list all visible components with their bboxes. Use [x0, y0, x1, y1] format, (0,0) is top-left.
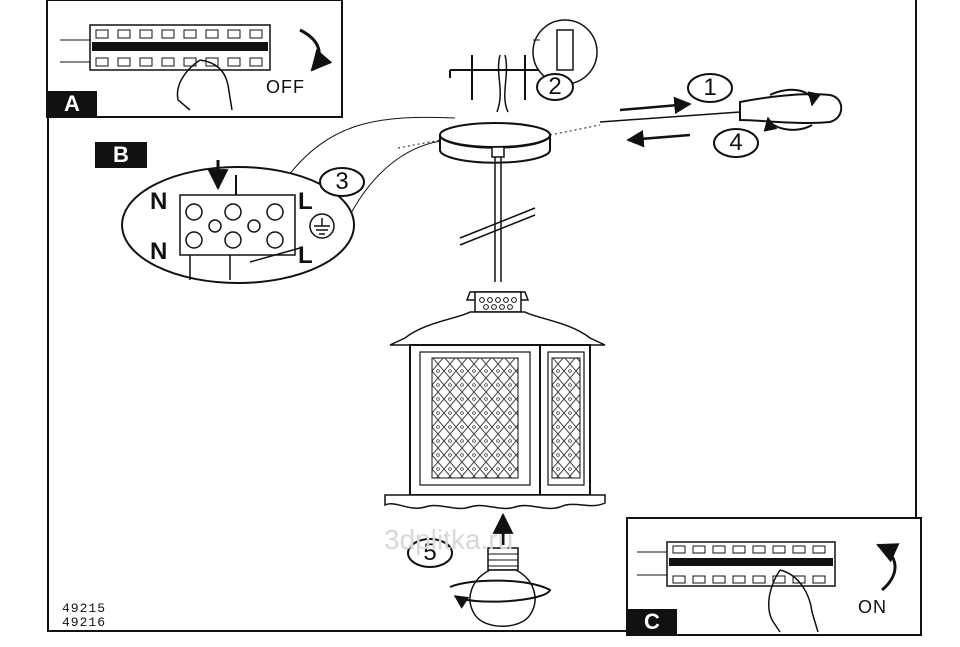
page-frame	[47, 0, 917, 632]
panel-c-breaker-on	[626, 517, 922, 636]
screwdriver	[599, 88, 843, 148]
watermark: 3dplitka.ru	[384, 524, 514, 555]
ceiling-mount	[397, 19, 601, 164]
terminal-label-n-bottom: N	[150, 238, 168, 265]
panel-c-letter: C	[627, 609, 677, 635]
terminal-label-l-top: L	[298, 188, 313, 215]
suspension-rod	[459, 146, 536, 282]
terminal-label-l-bottom: L	[298, 242, 313, 269]
light-bulb	[449, 512, 552, 627]
off-label: OFF	[266, 77, 305, 97]
step-4-number: 4	[729, 129, 743, 156]
panel-a-letter: A	[47, 91, 97, 117]
panel-b-terminal-detail	[121, 116, 456, 284]
terminal-label-n-top: N	[150, 188, 168, 215]
article-number-2: 49216	[62, 615, 107, 630]
on-label: ON	[858, 597, 887, 617]
lantern	[384, 291, 606, 510]
step-5-number: 5	[423, 539, 437, 566]
step-3-number: 3	[335, 168, 349, 195]
article-number-1: 49215	[62, 601, 107, 616]
step-circles	[319, 73, 759, 568]
step-1-number: 1	[703, 74, 717, 101]
panel-b-letter: B	[95, 142, 147, 168]
step-2-number: 2	[548, 73, 562, 100]
